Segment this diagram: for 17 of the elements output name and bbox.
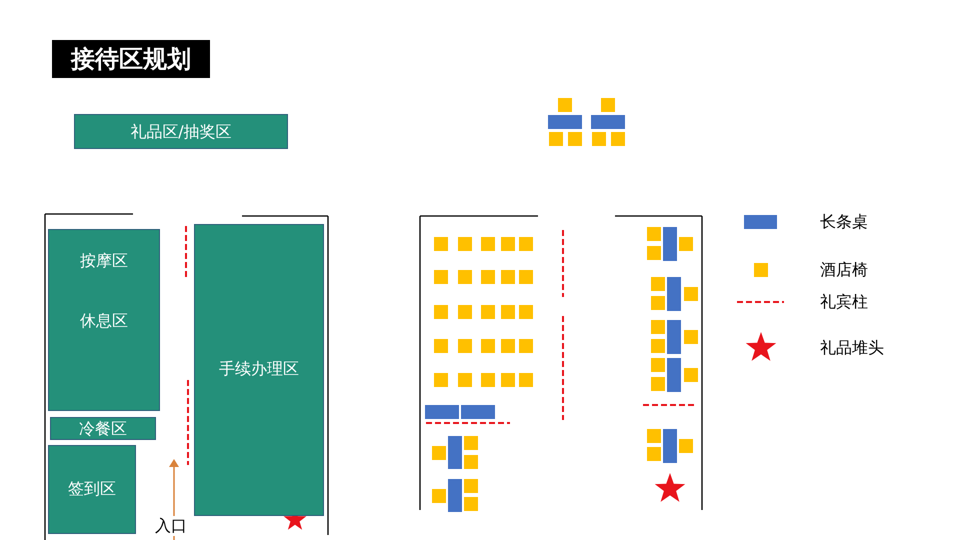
- zone-box: [50, 417, 156, 440]
- title: 接待区规划: [52, 40, 210, 78]
- zone-box: [48, 445, 136, 534]
- entrance-label: 入口: [155, 516, 187, 536]
- legend-label: 礼品堆头: [820, 338, 884, 358]
- zone-label: 礼品区/抽奖区: [129, 122, 233, 142]
- zone-label: 冷餐区: [78, 418, 128, 438]
- legend-label: 长条桌: [820, 212, 868, 232]
- zone-label: 手续办理区: [218, 359, 300, 379]
- zone-box: [48, 229, 160, 411]
- zone-label: 签到区: [67, 479, 117, 499]
- legend-label: 酒店椅: [820, 260, 868, 280]
- legend-label: 礼宾柱: [820, 292, 868, 312]
- zone-label: 休息区: [79, 311, 129, 331]
- zone-box: [194, 224, 324, 516]
- zone-label: 按摩区: [79, 251, 129, 271]
- zone-box: [74, 114, 288, 149]
